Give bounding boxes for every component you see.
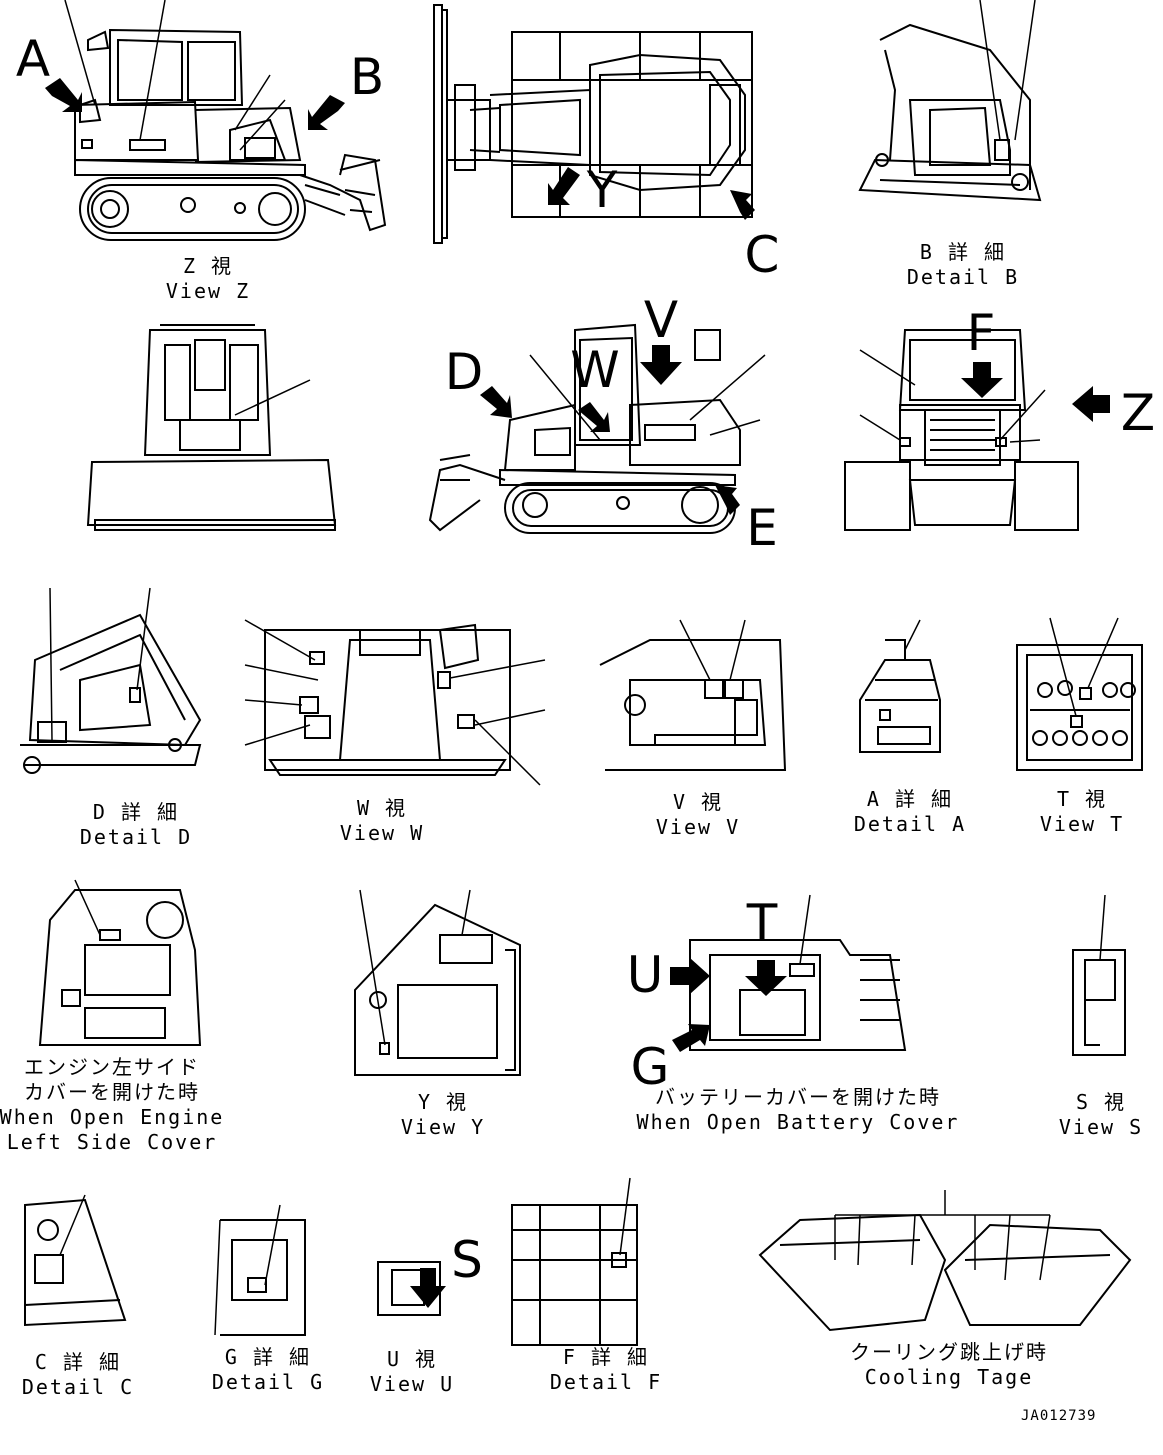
caption-battery-cover: バッテリーカバーを開けた時 When Open Battery Cover — [636, 1085, 960, 1134]
detail-c-drawing — [24, 1194, 127, 1327]
dozer-side-view-z — [64, 0, 387, 241]
battery-cover-drawing — [689, 894, 907, 1051]
caption-detail-d: D 詳 細 Detail D — [79, 800, 193, 849]
caption-detail-a: A 詳 細 Detail A — [853, 787, 967, 836]
caption-detail-f: F 詳 細 Detail F — [549, 1345, 663, 1394]
cooling-drawing — [758, 1190, 1132, 1332]
callout-letter-y: Y — [586, 161, 618, 219]
callout-letter-w: W — [570, 341, 620, 399]
arrow-b-icon — [308, 95, 345, 130]
arrow-g-icon — [672, 1024, 710, 1052]
caption-detail-g: G 詳 細 Detail G — [211, 1345, 325, 1394]
callout-letter-s: S — [451, 1231, 483, 1289]
arrow-u-icon — [670, 958, 710, 994]
callout-letter-f: F — [966, 304, 996, 362]
callout-letter-c: C — [744, 226, 780, 284]
callout-arrows — [45, 78, 1110, 1308]
dozer-top-view-y — [433, 4, 753, 244]
caption-view-v: V 視 View V — [655, 790, 741, 839]
dozer-rear-view — [844, 329, 1079, 531]
detail-a-drawing — [859, 619, 941, 753]
caption-view-w: W 視 View W — [339, 796, 425, 845]
caption-view-t: T 視 View T — [1039, 787, 1125, 836]
callout-letter-z: Z — [1120, 384, 1156, 442]
view-y-drawing — [354, 889, 521, 1076]
caption-engine-cover: エンジン左サイド カバーを開けた時 When Open Engine Left … — [0, 1055, 225, 1154]
caption-view-y: Y 視 View Y — [400, 1090, 486, 1139]
detail-b-drawing — [858, 0, 1042, 202]
caption-detail-b: B 詳 細 Detail B — [906, 240, 1020, 289]
callout-letter-d: D — [444, 343, 484, 401]
view-s-drawing — [1072, 894, 1126, 1056]
caption-view-s: S 視 View S — [1058, 1090, 1144, 1139]
detail-d-drawing — [20, 587, 202, 774]
arrow-v-icon — [640, 345, 682, 385]
view-t-drawing — [1016, 617, 1143, 771]
view-v-drawing — [599, 619, 787, 771]
arrow-s-icon — [410, 1268, 446, 1308]
arrow-e-icon — [715, 485, 740, 515]
arrow-y-icon — [548, 167, 580, 205]
caption-view-u: U 視 View U — [369, 1347, 455, 1396]
callout-letter-t: T — [746, 894, 778, 952]
arrow-c-icon — [730, 190, 755, 220]
engine-cover-drawing — [38, 879, 202, 1046]
arrow-t-icon — [745, 960, 787, 996]
arrow-w-icon — [578, 402, 610, 432]
callout-letter-v: V — [643, 291, 679, 349]
drawing-code: JA012739 — [1021, 1408, 1097, 1424]
caption-view-z: Z 視 View Z — [165, 254, 251, 303]
callout-letter-b: B — [349, 48, 385, 106]
arrow-z-icon — [1072, 386, 1110, 422]
detail-g-drawing — [214, 1204, 306, 1336]
caption-detail-c: C 詳 細 Detail C — [21, 1350, 135, 1399]
arrow-f-icon — [961, 362, 1003, 398]
callout-letter-a: A — [15, 30, 51, 88]
arrow-a-icon — [45, 78, 82, 112]
dozer-front-view — [86, 324, 337, 531]
caption-cooling: クーリング跳上げ時 Cooling Tage — [850, 1340, 1048, 1389]
arrow-d-icon — [480, 386, 512, 418]
view-w-drawing — [244, 619, 546, 786]
callout-letter-g: G — [630, 1038, 670, 1096]
detail-f-drawing — [511, 1177, 638, 1346]
callout-letter-e: E — [746, 499, 778, 557]
callout-letter-u: U — [626, 946, 664, 1004]
